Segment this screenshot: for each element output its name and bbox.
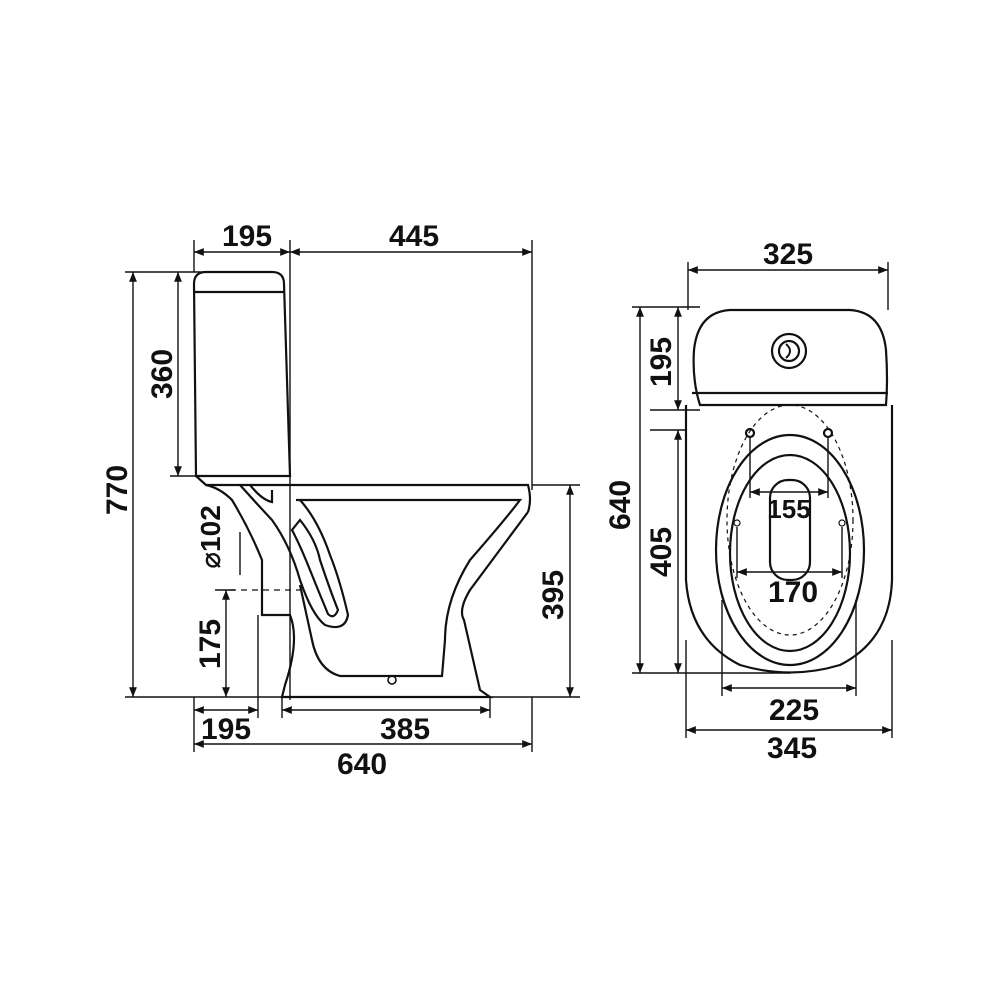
dim-side-outlet-diameter: ⌀102 [195, 505, 226, 569]
dim-side-tank-height: 360 [146, 349, 179, 399]
seat-hole-right [822, 427, 834, 439]
dim-top-total-length: 640 [604, 480, 637, 530]
flush-button-inner [777, 339, 801, 363]
side-bowl-rim [195, 475, 532, 513]
dim-side-tank-depth: 195 [222, 220, 272, 253]
dim-side-rim-height: 395 [537, 570, 570, 620]
side-bowl-inner [296, 498, 523, 678]
top-cistern [692, 308, 889, 407]
dim-side-total-length: 640 [337, 748, 387, 781]
side-labels: 195 445 360 770 ⌀102 175 395 195 385 640 [101, 220, 570, 781]
dim-side-bowl-length: 445 [389, 220, 439, 253]
top-bowl-rim [714, 433, 866, 667]
flush-button [770, 332, 808, 370]
dim-top-base-width: 225 [769, 694, 819, 727]
dim-side-outlet-offset: 195 [201, 713, 251, 746]
top-labels: 325 195 640 405 155 170 225 345 [604, 238, 819, 765]
dim-top-hole-spacing: 170 [768, 576, 818, 609]
top-view [684, 308, 894, 674]
side-inlet [249, 484, 274, 504]
dim-top-tank-depth: 195 [645, 337, 678, 387]
side-drain-hole [387, 675, 397, 685]
dim-side-base-length: 385 [380, 713, 430, 746]
top-water-area [768, 478, 812, 582]
side-bowl-outer [205, 483, 529, 699]
top-dimensions [632, 262, 893, 738]
dim-top-bowl-length: 405 [645, 527, 678, 577]
dim-top-inner-width: 155 [767, 494, 810, 524]
side-view [192, 270, 532, 699]
dim-top-total-width: 345 [767, 732, 817, 765]
side-cistern [192, 270, 292, 478]
top-bowl-rim-inner [728, 453, 852, 653]
dim-side-outlet-height: 175 [194, 619, 227, 669]
side-trapway-inner [290, 518, 340, 618]
dim-side-total-height: 770 [101, 465, 134, 515]
top-seat-outline [726, 404, 854, 636]
side-trapway [239, 484, 350, 629]
side-dimensions [125, 240, 580, 752]
dim-top-tank-width: 325 [763, 238, 813, 271]
